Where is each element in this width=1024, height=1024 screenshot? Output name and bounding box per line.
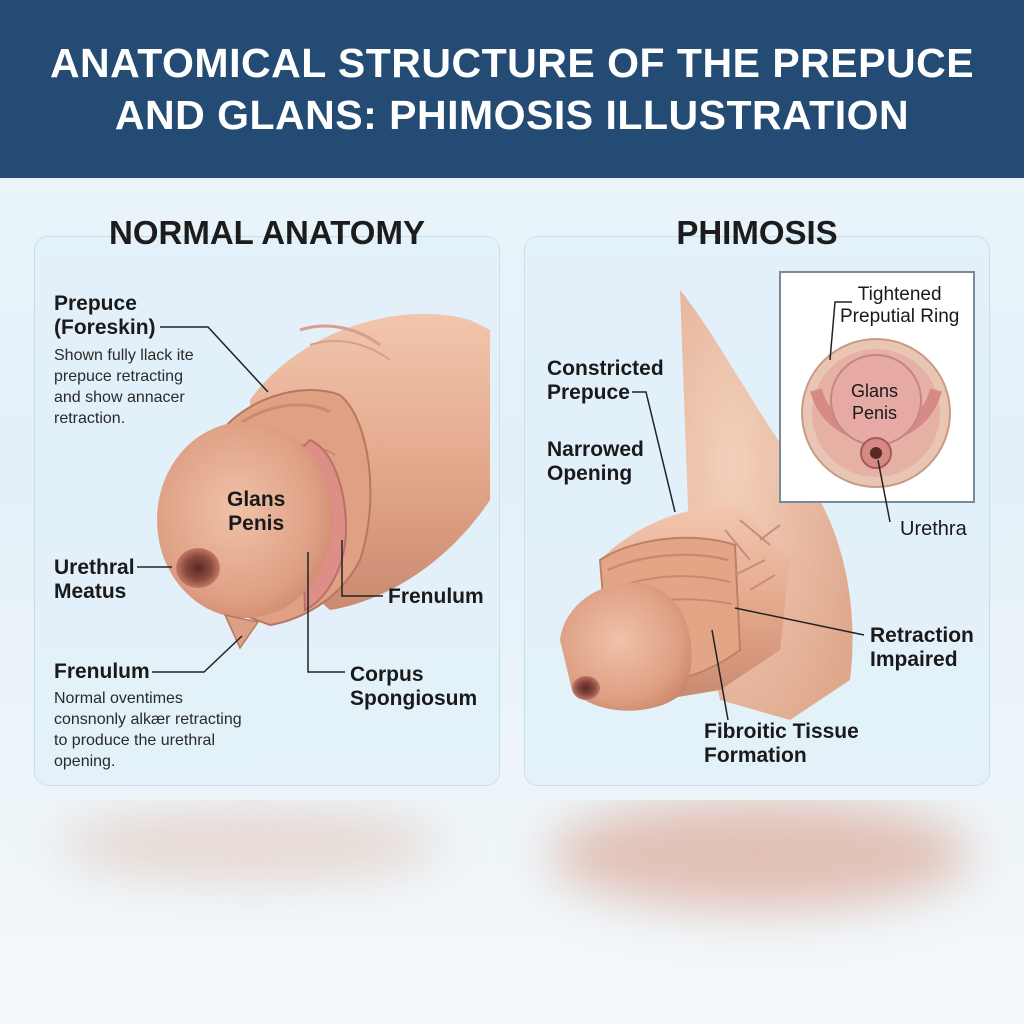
normal-anatomy-illustration [137,313,490,673]
fibrotic-tissue-label: Fibroitic Tissue Formation [704,720,859,767]
meatus-shape [176,548,220,588]
frenulum-description: Normal oventimes consnonly alkær retract… [54,690,242,770]
cross-section-inset-drawing [779,271,975,523]
urethra-label: Urethra [900,518,967,540]
normal-anatomy-title: NORMAL ANATOMY [109,214,425,251]
title-banner: ANATOMICAL STRUCTURE OF THE PREPUCE AND … [0,0,1024,178]
tightened-ring-label: Tightened Preputial Ring [840,284,960,327]
title-line-1: ANATOMICAL STRUCTURE OF THE PREPUCE [49,40,975,86]
urethral-meatus-label: Urethral Meatus [54,556,135,603]
phimosis-illustration [560,290,865,721]
retraction-impaired-label: Retraction Impaired [870,624,974,671]
title-line-2: AND GLANS: PHIMOSIS ILLUSTRATION [114,92,910,138]
glans-penis-label: Glans Penis [227,488,286,535]
prepuce-description: Shown fully llack ite prepuce retracting… [54,347,194,427]
reflection-area [0,800,1024,1024]
frenulum-label-right: Frenulum [388,585,484,608]
narrowed-opening [572,676,600,700]
phimosis-title: PHIMOSIS [676,214,838,251]
corpus-spongiosum-label: Corpus Spongiosum [350,663,478,710]
constricted-prepuce-label: Constricted Prepuce [547,357,664,404]
frenulum-label-left: Frenulum [54,660,150,683]
prepuce-label: Prepuce (Foreskin) [54,292,156,339]
inset-glans-label: Glans Penis [851,381,899,423]
fibrosis-marks [724,519,781,591]
narrowed-opening-label: Narrowed Opening [547,438,644,485]
